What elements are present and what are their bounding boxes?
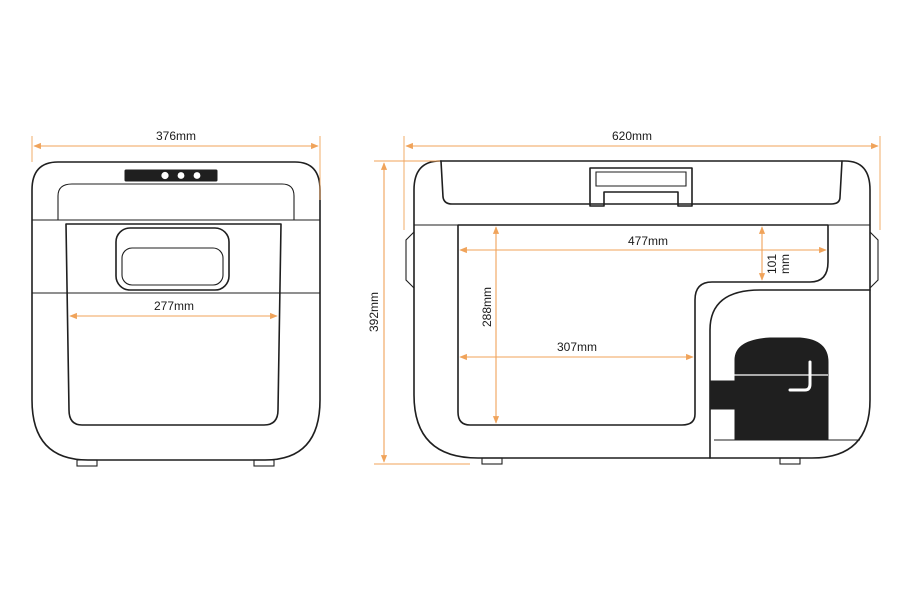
- front-foot-right: [253, 459, 275, 467]
- front-view: 376mm 277mm: [31, 129, 321, 467]
- side-body-outline: [413, 160, 871, 459]
- front-handle-grip: [121, 247, 224, 286]
- dim-step-height-label-line1: 101: [765, 254, 779, 274]
- front-inner-frame: [65, 223, 282, 426]
- side-lid-handle-inner: [595, 171, 687, 187]
- side-view: 620mm 392mm 477mm 288mm 101 mm 307mm: [367, 129, 881, 465]
- dim-front-width-label: 376mm: [156, 129, 196, 143]
- front-foot-left: [76, 459, 98, 467]
- panel-up-icon: [161, 171, 169, 180]
- compressor-pipe: [788, 360, 812, 392]
- side-foot-left: [481, 457, 503, 465]
- panel-power-icon: [193, 172, 201, 179]
- panel-down-icon: [177, 172, 185, 179]
- side-grip-right: [869, 231, 879, 289]
- dim-inner-height-label: 288mm: [480, 287, 494, 327]
- side-inner-compartment: [457, 224, 829, 426]
- front-handle: [115, 227, 230, 291]
- dim-height-label: 392mm: [367, 292, 381, 332]
- control-panel: [124, 169, 218, 182]
- dim-inner-bottom-length-label: 307mm: [557, 340, 597, 354]
- side-lid-handle: [589, 167, 693, 207]
- compressor-terminal: [709, 380, 737, 410]
- dim-front-inner-width-label: 277mm: [154, 299, 194, 313]
- dim-step-height-label-line2: mm: [778, 254, 792, 274]
- side-lid: [440, 160, 843, 205]
- compressor-icon: [734, 337, 829, 441]
- side-grip-left: [405, 231, 415, 289]
- dim-length-label: 620mm: [612, 129, 652, 143]
- dim-inner-length-label: 477mm: [628, 234, 668, 248]
- compressor-bay: [709, 289, 871, 459]
- side-foot-right: [779, 457, 801, 465]
- front-lid-recess: [57, 183, 295, 220]
